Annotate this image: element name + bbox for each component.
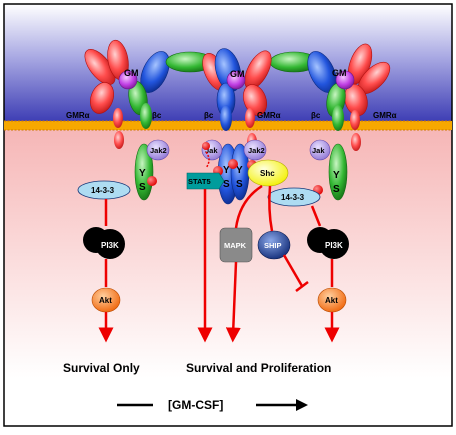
pi3k-left: PI3K	[83, 227, 125, 259]
tyrosine-right: Y	[333, 170, 340, 181]
svg-text:14-3-3: 14-3-3	[91, 186, 115, 195]
ship-inhibit-line	[282, 254, 304, 287]
beta-c-label-center: βc	[204, 111, 214, 120]
arrow-mapk-down	[225, 261, 241, 343]
jak2-left: Jak2	[146, 139, 170, 161]
svg-text:Jak2: Jak2	[150, 146, 167, 155]
jak-to-stat5-dashed-arrow	[205, 151, 210, 169]
ship-inhibit-bar	[295, 281, 309, 292]
concentration-axis: [GM-CSF]	[117, 398, 308, 412]
protein-14-3-3-left: 14-3-3	[77, 180, 131, 200]
tyrosine-left: Y	[139, 168, 146, 179]
beta-c-label-right: βc	[311, 111, 321, 120]
outcome-survival-proliferation: Survival and Proliferation	[186, 361, 331, 375]
svg-text:14-3-3: 14-3-3	[281, 193, 305, 202]
pi3k-right: PI3K	[307, 227, 349, 259]
receptor-complex-left	[84, 39, 170, 201]
serine-center-a: S	[223, 179, 230, 190]
arrow-shc-to-mapk	[234, 184, 263, 229]
svg-text:Jak: Jak	[312, 146, 325, 155]
svg-text:Shc: Shc	[260, 169, 275, 178]
receptor-complex-right	[307, 43, 391, 201]
svg-text:STAT5: STAT5	[188, 177, 211, 186]
svg-text:Akt: Akt	[325, 296, 338, 305]
gmr-alpha-label-left: GMRα	[66, 111, 90, 120]
arrow-14-3-3-to-pi3k-right	[310, 205, 322, 227]
protein-14-3-3-right: 14-3-3	[267, 187, 321, 207]
gmr-alpha-label-right: GMRα	[373, 111, 397, 120]
svg-text:PI3K: PI3K	[101, 241, 119, 250]
svg-text:Jak: Jak	[205, 146, 218, 155]
svg-text:PI3K: PI3K	[325, 241, 343, 250]
akt-left: Akt	[91, 287, 121, 313]
gm-label-right: GM	[332, 68, 347, 78]
arrow-shc-to-ship	[268, 185, 274, 232]
tyrosine-center-a: Y	[223, 165, 230, 176]
jak2-center-right: Jak2	[243, 139, 267, 161]
beta-c-label-left: βc	[152, 111, 162, 120]
outcome-survival-only: Survival Only	[63, 361, 140, 375]
svg-text:Jak2: Jak2	[248, 146, 265, 155]
svg-text:Akt: Akt	[99, 296, 112, 305]
concentration-label: [GM-CSF]	[168, 398, 223, 412]
signaling-arrows	[98, 184, 340, 343]
svg-text:SHIP: SHIP	[264, 241, 282, 250]
stat5-box: STAT5	[186, 172, 225, 190]
serine-left: S	[139, 182, 146, 193]
concentration-arrowhead	[296, 399, 308, 411]
mapk-box: MAPK	[219, 227, 253, 263]
tyrosine-center-b: Y	[236, 165, 243, 176]
serine-right: S	[333, 184, 340, 195]
akt-right: Akt	[317, 287, 347, 313]
frame-border	[3, 3, 453, 427]
gmr-alpha-label-center: GMRα	[257, 111, 281, 120]
gm-label-left: GM	[124, 68, 139, 78]
ship-protein: SHIP	[257, 230, 291, 260]
svg-text:MAPK: MAPK	[224, 241, 247, 250]
gm-label-center: GM	[230, 69, 245, 79]
serine-center-b: S	[236, 179, 243, 190]
jak-right: Jak	[309, 139, 331, 161]
shc-protein: Shc	[247, 159, 289, 187]
